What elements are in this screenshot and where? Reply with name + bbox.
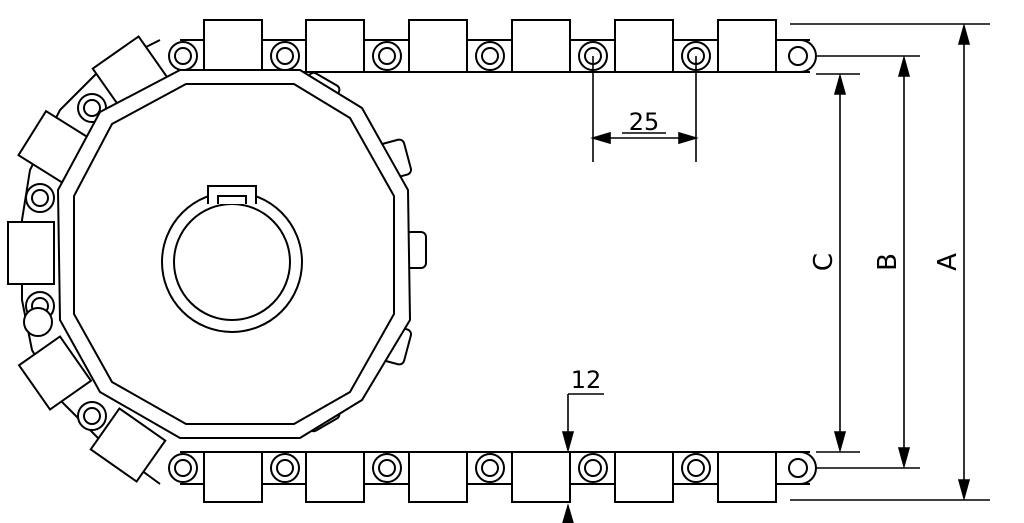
dimension-c-label: C bbox=[809, 253, 839, 271]
dimension-b bbox=[897, 55, 911, 469]
bottom-chain-pins bbox=[168, 451, 817, 485]
sprocket-inner-outline bbox=[73, 83, 395, 425]
dimension-a bbox=[957, 23, 971, 501]
offset-label: 12 bbox=[571, 366, 602, 394]
extension-lines bbox=[790, 23, 990, 501]
top-chain-plates bbox=[203, 19, 777, 73]
dimension-c bbox=[833, 73, 847, 453]
offset-dimension bbox=[561, 393, 604, 523]
dimension-b-label: B bbox=[873, 253, 903, 271]
sprocket-outer-outline bbox=[56, 69, 412, 439]
sprocket bbox=[56, 69, 427, 439]
dimension-a-label: A bbox=[933, 253, 963, 271]
bottom-chain-strand bbox=[180, 451, 810, 485]
pitch-dimension bbox=[590, 56, 699, 162]
pitch-label: 25 bbox=[629, 108, 660, 136]
bottom-chain-plates bbox=[203, 451, 777, 503]
